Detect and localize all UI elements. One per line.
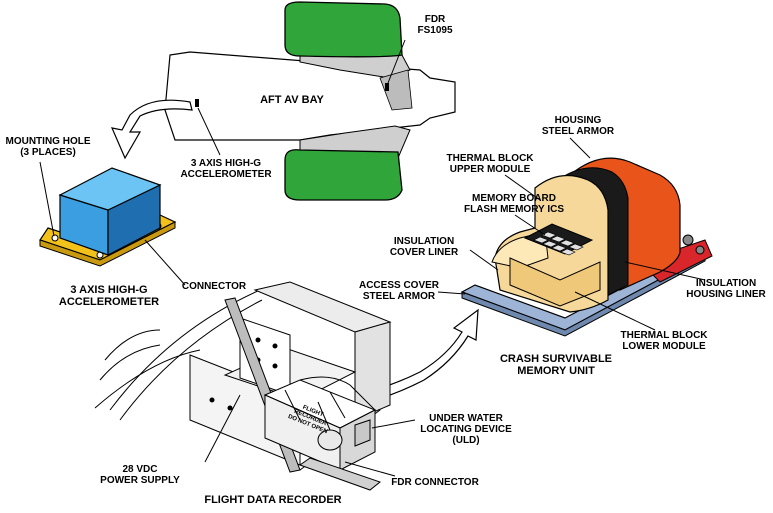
engine-lower bbox=[284, 149, 403, 201]
thermal-lower-label: THERMAL BLOCK LOWER MODULE bbox=[620, 330, 708, 352]
aft-av-bay-label: AFT AV BAY bbox=[260, 94, 324, 106]
fdr-location-marker bbox=[385, 83, 389, 91]
memory-board-label: MEMORY BOARD FLASH MEMORY ICS bbox=[463, 193, 564, 215]
recorder-box bbox=[263, 376, 382, 491]
accelerometer-label: 3 AXIS HIGH-G ACCELEROMETER bbox=[58, 284, 160, 308]
fdr-installation bbox=[94, 281, 416, 491]
fuselage-gray-cut bbox=[379, 69, 413, 111]
fdr-station-label: FDR FS1095 bbox=[417, 14, 453, 36]
power-supply-label: 28 VDC POWER SUPPLY bbox=[100, 464, 180, 486]
connector-leader bbox=[144, 239, 186, 286]
insulation-housing-label: INSULATION HOUSING LINER bbox=[686, 278, 766, 300]
connector-label: CONNECTOR bbox=[181, 281, 247, 292]
thermal-block-lower bbox=[509, 257, 601, 307]
cube-top bbox=[58, 167, 162, 211]
housing-steel-armor-label: HOUSING STEEL ARMOR bbox=[541, 115, 615, 137]
flash-memory-ics bbox=[533, 231, 584, 256]
arrow-fuselage-to-accelerometer bbox=[110, 99, 193, 160]
engine-upper bbox=[284, 1, 403, 58]
mounting-hole-leader bbox=[39, 161, 55, 237]
mounting-hole-label: MOUNTING HOLE (3 PLACES) bbox=[5, 136, 91, 158]
fdr-connector-label: FDR CONNECTOR bbox=[391, 477, 479, 488]
mounting-hole bbox=[51, 234, 59, 242]
insulation-cover-label: INSULATION COVER LINER bbox=[389, 236, 459, 258]
uld-label: UNDER WATER LOCATING DEVICE (ULD) bbox=[420, 413, 512, 446]
csmu-label: CRASH SURVIVABLE MEMORY UNIT bbox=[499, 353, 613, 377]
accelerometer-location-marker bbox=[195, 99, 199, 107]
accelerometer-location-label: 3 AXIS HIGH-G ACCELEROMETER bbox=[180, 158, 272, 180]
accelerometer-leader bbox=[197, 107, 221, 156]
csmu-assembly bbox=[437, 137, 713, 337]
fdr-leader bbox=[387, 39, 406, 84]
flight-data-recorder-label: FLIGHT DATA RECORDER bbox=[204, 494, 342, 506]
accelerometer-unit bbox=[39, 161, 186, 286]
access-cover-label: ACCESS COVER STEEL ARMOR bbox=[358, 280, 439, 302]
thermal-upper-label: THERMAL BLOCK UPPER MODULE bbox=[446, 153, 534, 175]
